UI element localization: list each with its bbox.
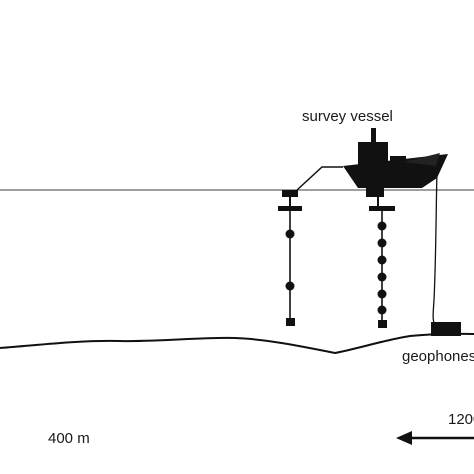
survey-vessel-label: survey vessel xyxy=(302,108,393,125)
distance-1200m-label: 1200 m xyxy=(448,411,474,428)
hydrophone-string-left xyxy=(278,190,302,326)
survey-vessel-icon xyxy=(343,128,448,188)
distance-400m-label: 400 m xyxy=(48,430,90,447)
geophone-unit xyxy=(431,322,461,336)
seabed-profile xyxy=(0,332,474,355)
geophone-cable xyxy=(432,169,438,327)
tow-cable xyxy=(296,166,343,191)
distance-arrow-icon xyxy=(396,431,474,445)
geophones-label: geophones xyxy=(402,348,474,365)
hydrophone-string-center xyxy=(366,188,395,328)
